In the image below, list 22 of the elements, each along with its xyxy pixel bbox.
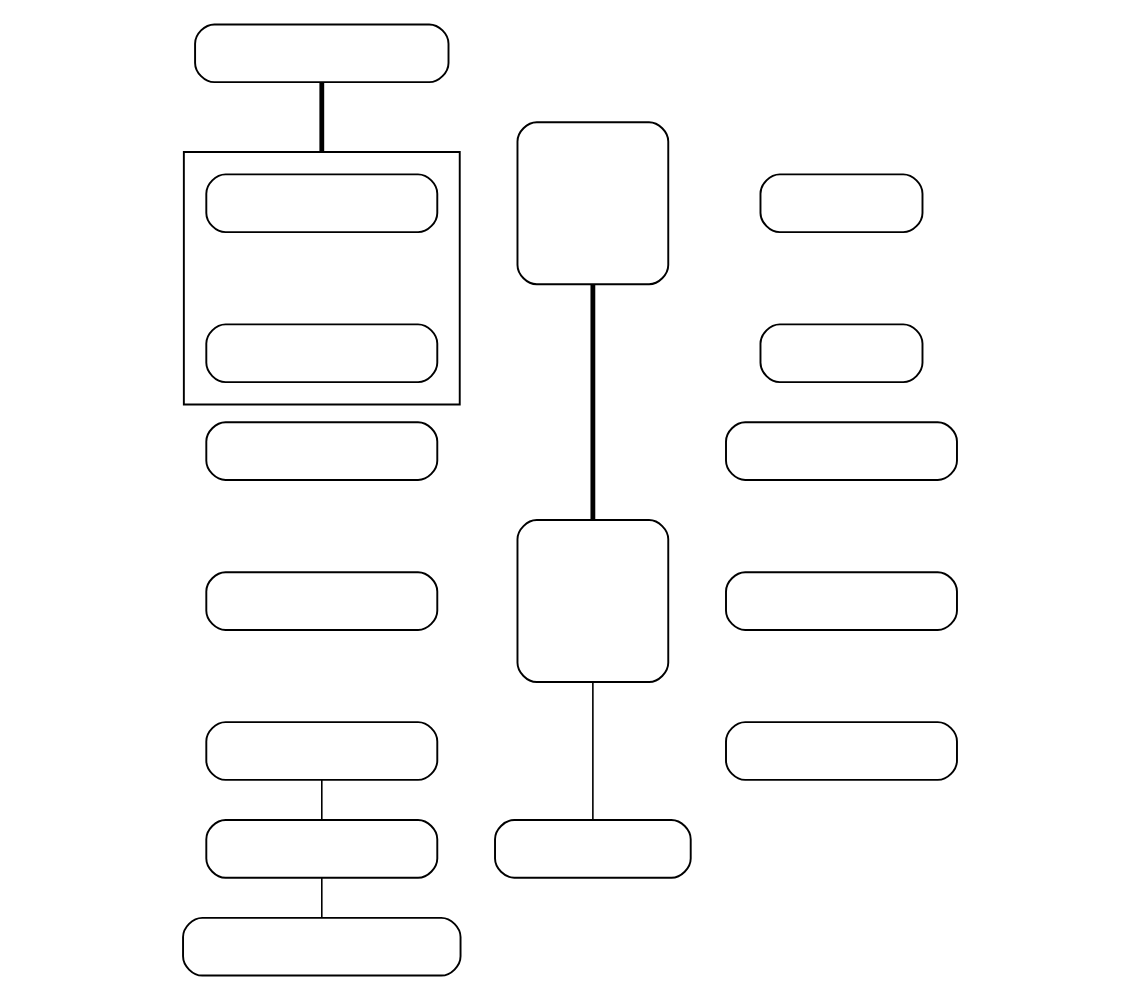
connector — [592, 680, 594, 820]
node-pill — [725, 570, 958, 630]
connector — [321, 778, 323, 820]
node-pill — [759, 172, 924, 233]
node-box — [516, 518, 670, 682]
node-pill — [205, 420, 439, 480]
connector — [319, 81, 325, 151]
connector — [590, 283, 596, 519]
node-pill — [494, 818, 692, 878]
node-pill — [759, 322, 924, 383]
node-pill — [205, 570, 439, 630]
node-pill — [205, 818, 439, 878]
node-pill — [205, 172, 439, 233]
node-pill — [725, 720, 958, 780]
node-pill — [194, 22, 450, 83]
node-pill — [725, 420, 958, 480]
node-pill — [205, 322, 439, 383]
connector — [321, 876, 323, 918]
cluster — [182, 149, 461, 405]
node-pill — [182, 915, 462, 976]
node-box — [516, 120, 670, 285]
node-pill — [205, 720, 439, 780]
